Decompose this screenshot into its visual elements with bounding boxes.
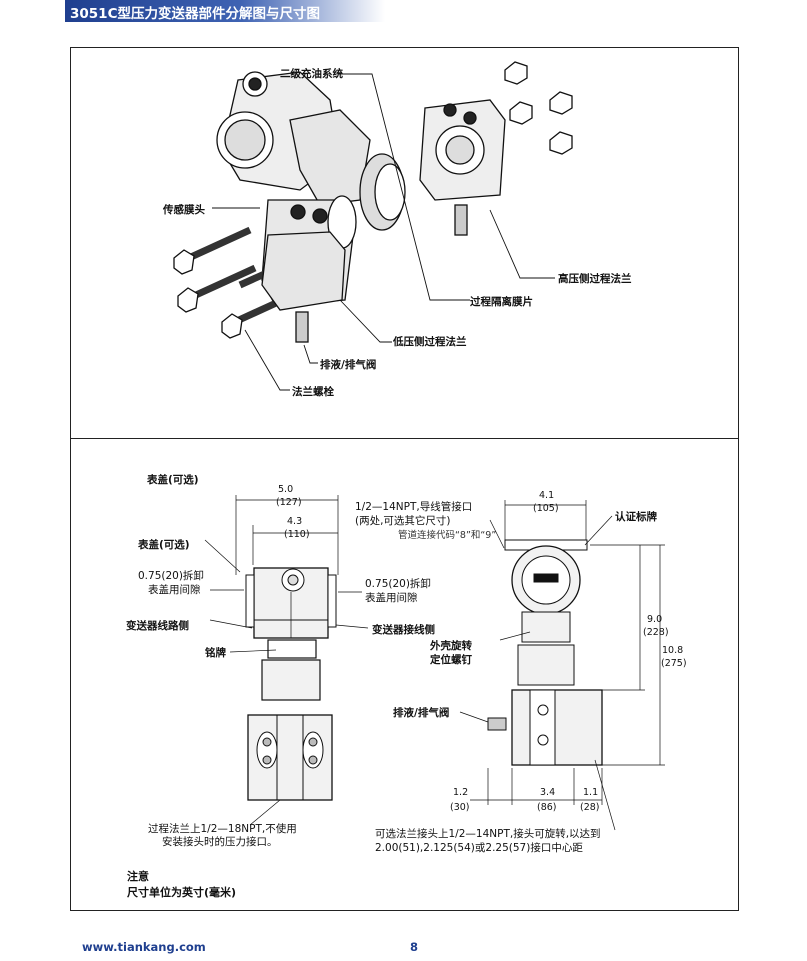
dim-1-1: 1.1 xyxy=(583,787,599,798)
note-adapter-1: 可选法兰接头上1/2—14NPT,接头可旋转,以达到 xyxy=(375,828,601,840)
label-secondary-fill: 二级充油系统 xyxy=(280,68,343,80)
note-flange-port-2: 安装接头时的压力接口。 xyxy=(162,836,278,848)
dim-86: (86) xyxy=(537,802,557,813)
label-conduit-3: 管道连接代码“8”和“9” xyxy=(398,530,497,541)
dim-110: (110) xyxy=(284,529,310,540)
label-drain-vent-right: 排液/排气阀 xyxy=(393,707,450,719)
label-approval-tag: 认证标牌 xyxy=(615,511,657,523)
frame-divider xyxy=(70,438,739,439)
dim-275: (275) xyxy=(661,658,687,669)
dim-4-1: 4.1 xyxy=(539,490,555,501)
note-flange-port-1: 过程法兰上1/2—18NPT,不使用 xyxy=(148,823,297,835)
page-title: 3051C型压力变送器部件分解图与尺寸图 xyxy=(70,6,320,22)
dim-1-2: 1.2 xyxy=(453,787,469,798)
label-clearance-right-1: 0.75(20)拆卸 xyxy=(365,578,431,590)
dim-105: (105) xyxy=(533,503,559,514)
label-drain-vent: 排液/排气阀 xyxy=(320,359,377,371)
page-number: 8 xyxy=(410,940,419,954)
dim-4-3: 4.3 xyxy=(287,516,303,527)
label-housing-screw-2: 定位螺钉 xyxy=(430,654,472,666)
notes-title: 注意 xyxy=(127,870,149,883)
label-isolating-diaphragm: 过程隔离膜片 xyxy=(470,296,533,308)
label-clearance-right-2: 表盖用间隙 xyxy=(365,592,418,604)
dim-10-8: 10.8 xyxy=(662,645,684,656)
label-sensor-module: 传感膜头 xyxy=(163,204,205,216)
label-flange-bolts: 法兰螺栓 xyxy=(292,386,334,398)
label-conduit-2: (两处,可选其它尺寸) xyxy=(355,515,451,527)
dim-9-0: 9.0 xyxy=(647,614,663,625)
dim-5-0: 5.0 xyxy=(278,484,294,495)
label-housing-screw-1: 外壳旋转 xyxy=(430,640,472,652)
label-terminal-side: 变送器接线侧 xyxy=(372,624,435,636)
label-clearance-left-2: 表盖用间隙 xyxy=(148,584,201,596)
header-bar xyxy=(65,0,385,22)
label-cover-left: 表盖(可选) xyxy=(138,539,190,551)
dim-30: (30) xyxy=(450,802,470,813)
dim-28: (28) xyxy=(580,802,600,813)
footer-url[interactable]: www.tiankang.com xyxy=(82,940,206,954)
dim-127: (127) xyxy=(276,497,302,508)
dim-3-4: 3.4 xyxy=(540,787,556,798)
label-conduit-1: 1/2—14NPT,导线管接口 xyxy=(355,501,473,513)
label-high-flange: 高压侧过程法兰 xyxy=(558,273,632,285)
notes-unit: 尺寸单位为英寸(毫米) xyxy=(127,886,237,899)
note-adapter-2: 2.00(51),2.125(54)或2.25(57)接口中心距 xyxy=(375,842,583,854)
label-nameplate: 铭牌 xyxy=(205,647,226,659)
label-circuit-side: 变送器线路侧 xyxy=(126,620,189,632)
label-low-flange: 低压侧过程法兰 xyxy=(393,336,467,348)
drawing-frame xyxy=(70,47,739,911)
label-cover-top: 表盖(可选) xyxy=(147,474,199,486)
dim-228: (228) xyxy=(643,627,669,638)
label-clearance-left-1: 0.75(20)拆卸 xyxy=(138,570,204,582)
